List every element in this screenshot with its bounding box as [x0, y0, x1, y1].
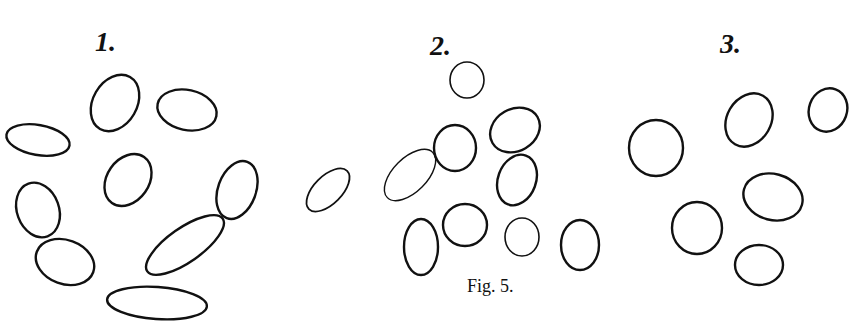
- figure-caption: Fig. 5.: [467, 277, 514, 295]
- panel-number: 3.: [720, 30, 741, 58]
- panel-number: 1.: [95, 28, 116, 56]
- panel-number: 2.: [430, 32, 451, 60]
